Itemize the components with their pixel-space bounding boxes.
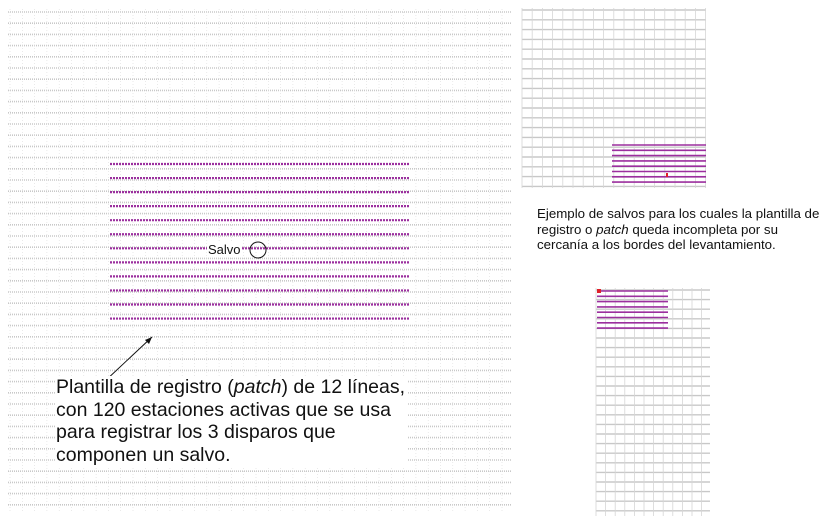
patch-caption-part2: ) de 12 líneas, con 120 estaciones activ… (56, 376, 406, 466)
pointer-arrow (103, 336, 153, 383)
pointer-arrowhead (145, 337, 152, 344)
incomplete-patch-caption: Ejemplo de salvos para los cuales la pla… (537, 206, 822, 253)
bottom-right-salvo-station (597, 289, 601, 293)
top-right-salvo-station (666, 173, 668, 177)
side-caption-part1: Ejemplo de salvos para los cuales la pla… (537, 206, 820, 237)
main-patch-template (110, 162, 410, 320)
top-right-partial-patch (612, 144, 706, 183)
side-caption-part2: queda incompleta por su cercanía a los b… (537, 221, 778, 253)
side-caption-italic: patch (596, 221, 629, 237)
main-survey-grid (8, 9, 512, 512)
salvo-label: Salvo (207, 242, 242, 257)
patch-caption-part1: Plantilla de registro ( (56, 376, 234, 398)
bottom-right-grid (595, 288, 710, 516)
patch-caption-italic: patch (233, 376, 282, 398)
patch-caption: Plantilla de registro (patch) de 12 líne… (56, 376, 408, 466)
salvo-marker (249, 241, 267, 259)
bottom-right-partial-patch (597, 290, 668, 329)
